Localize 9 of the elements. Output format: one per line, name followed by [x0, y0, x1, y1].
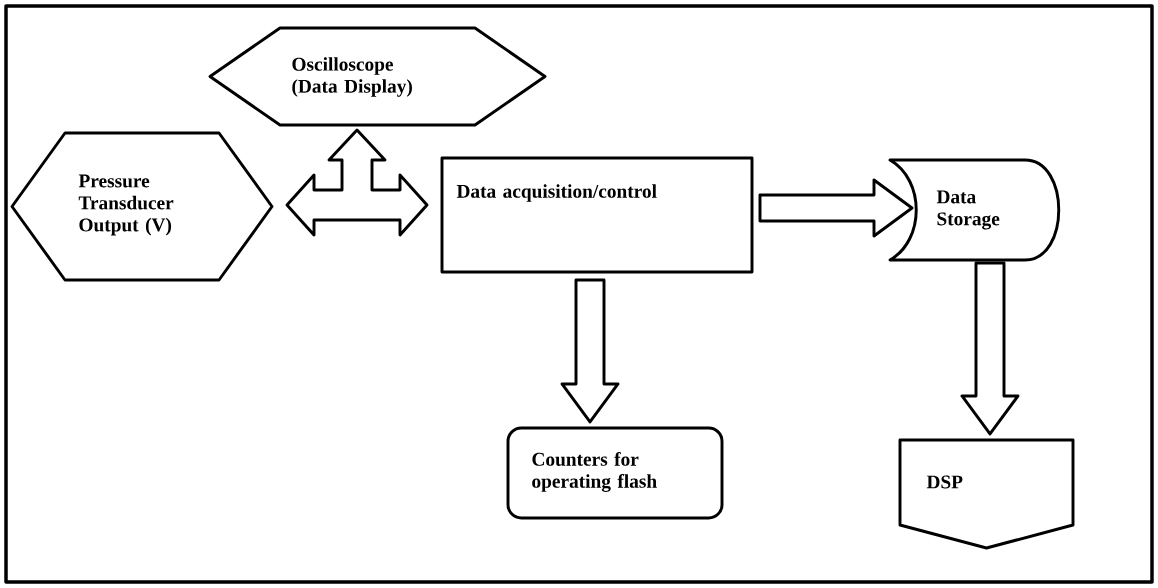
block-arrow	[758, 178, 914, 238]
hexagon-box: Oscilloscope (Data Display)	[208, 26, 547, 127]
process-box: Data acquisition/control	[440, 156, 754, 274]
block-arrow	[560, 278, 620, 424]
rounded-box: Counters for operating flash	[506, 426, 724, 520]
hexagon-box: Pressure Transducer Output (V)	[10, 131, 274, 282]
off-page-connector: DSP	[898, 438, 1075, 550]
block-arrow	[285, 128, 429, 237]
block-arrow	[960, 261, 1020, 436]
